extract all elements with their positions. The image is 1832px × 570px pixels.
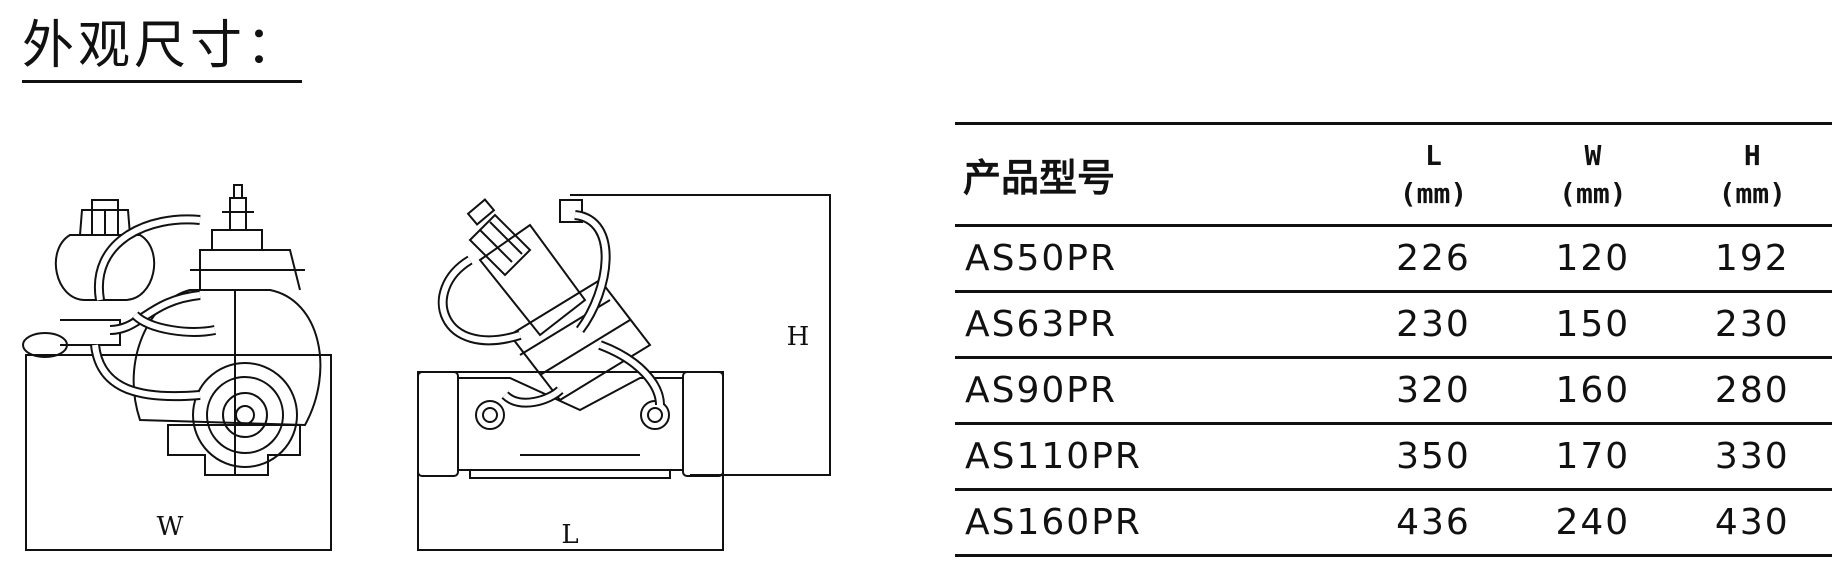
length-header-label: L bbox=[1425, 138, 1442, 172]
length-cell: 230 bbox=[1396, 304, 1471, 345]
width-cell: 150 bbox=[1555, 304, 1631, 345]
height-dimension-label: H bbox=[787, 322, 810, 352]
height-cell: 230 bbox=[1714, 304, 1790, 345]
table-row: AS160PR 436 240 430 bbox=[955, 490, 1832, 556]
page-title: 外观尺寸： bbox=[22, 14, 303, 83]
height-cell: 192 bbox=[1714, 238, 1790, 279]
valve-front-view bbox=[22, 184, 332, 551]
height-header-label: H bbox=[1743, 138, 1761, 172]
length-dimension-label: L bbox=[561, 520, 578, 550]
width-header-label: W bbox=[1584, 138, 1602, 172]
length-cell: 350 bbox=[1396, 436, 1471, 477]
width-cell: 120 bbox=[1555, 238, 1631, 279]
width-cell: 160 bbox=[1555, 370, 1631, 411]
table-row: AS50PR 226 120 192 bbox=[955, 226, 1832, 292]
dimensions-table: 产品型号 L (mm) W (mm) H (mm) AS50PR 226 120… bbox=[955, 122, 1832, 557]
table-row: AS110PR 350 170 330 bbox=[955, 424, 1832, 490]
width-header-unit: (mm) bbox=[1559, 176, 1627, 210]
length-header-unit: (mm) bbox=[1399, 176, 1468, 210]
model-cell: AS50PR bbox=[965, 238, 1118, 279]
height-header-unit: (mm) bbox=[1718, 176, 1786, 210]
width-cell: 240 bbox=[1555, 502, 1631, 543]
model-cell: AS90PR bbox=[965, 370, 1118, 411]
length-column-header: L (mm) bbox=[1354, 124, 1513, 226]
table-header-row: 产品型号 L (mm) W (mm) H (mm) bbox=[955, 123, 1832, 226]
model-cell: AS63PR bbox=[965, 304, 1118, 345]
height-cell: 330 bbox=[1714, 436, 1790, 477]
model-cell: AS160PR bbox=[965, 502, 1142, 543]
table-row: AS90PR 320 160 280 bbox=[955, 358, 1832, 424]
width-dimension-label: W bbox=[157, 512, 184, 542]
table-row: AS63PR 230 150 230 bbox=[955, 292, 1832, 358]
valve-drawings: W L H bbox=[22, 184, 831, 551]
length-cell: 226 bbox=[1396, 238, 1471, 279]
height-cell: 280 bbox=[1714, 370, 1790, 411]
width-cell: 170 bbox=[1555, 436, 1631, 477]
height-column-header: H (mm) bbox=[1673, 124, 1832, 226]
valve-side-view bbox=[417, 194, 831, 551]
length-cell: 436 bbox=[1396, 502, 1471, 543]
width-column-header: W (mm) bbox=[1513, 124, 1672, 226]
model-column-header: 产品型号 bbox=[963, 156, 1116, 200]
length-cell: 320 bbox=[1396, 370, 1471, 411]
model-cell: AS110PR bbox=[965, 436, 1142, 477]
height-cell: 430 bbox=[1714, 502, 1790, 543]
